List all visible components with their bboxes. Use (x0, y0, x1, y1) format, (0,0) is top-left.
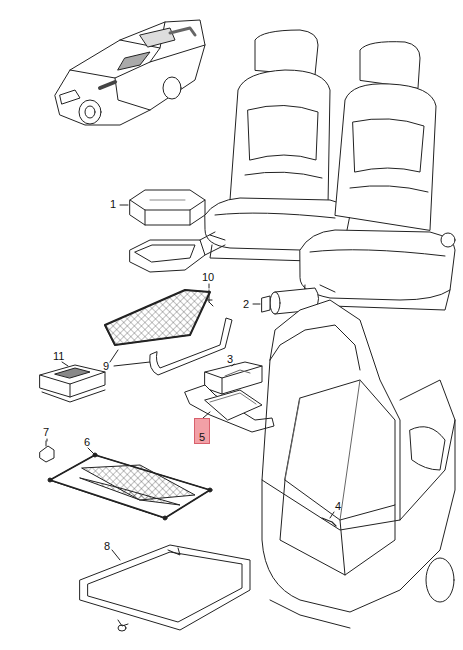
callout-number: 3 (227, 353, 233, 365)
highlight-box: 5 (194, 418, 210, 444)
leader-line (110, 350, 150, 366)
callout-number: 2 (243, 298, 249, 310)
clip (40, 441, 54, 462)
callout-number: 10 (202, 271, 214, 283)
callout-number: 8 (104, 540, 110, 552)
leader-line (47, 439, 48, 441)
leader-line (120, 205, 128, 206)
callout-number: 7 (43, 426, 49, 438)
callout-number: 1 (110, 198, 116, 210)
callout-number: 9 (103, 360, 109, 372)
callout-number: 4 (335, 500, 341, 512)
leader-line (253, 304, 260, 305)
callout-number: 6 (84, 436, 90, 448)
leader-line (112, 550, 120, 560)
floor-mat (80, 545, 250, 631)
first-aid-kit (40, 365, 105, 402)
car-rear-open (262, 300, 455, 628)
callout-number: 11 (53, 350, 64, 362)
warning-triangle-case (205, 362, 262, 394)
storage-box (130, 190, 225, 272)
luggage-net (105, 290, 232, 375)
front-seats (205, 30, 455, 310)
partition-net (48, 453, 212, 520)
car-overview (55, 20, 205, 125)
leader-line (209, 284, 210, 288)
leader-line (62, 362, 68, 366)
callout-number: 5 (199, 431, 205, 443)
leader-line (330, 512, 334, 518)
leader-line (88, 448, 95, 455)
